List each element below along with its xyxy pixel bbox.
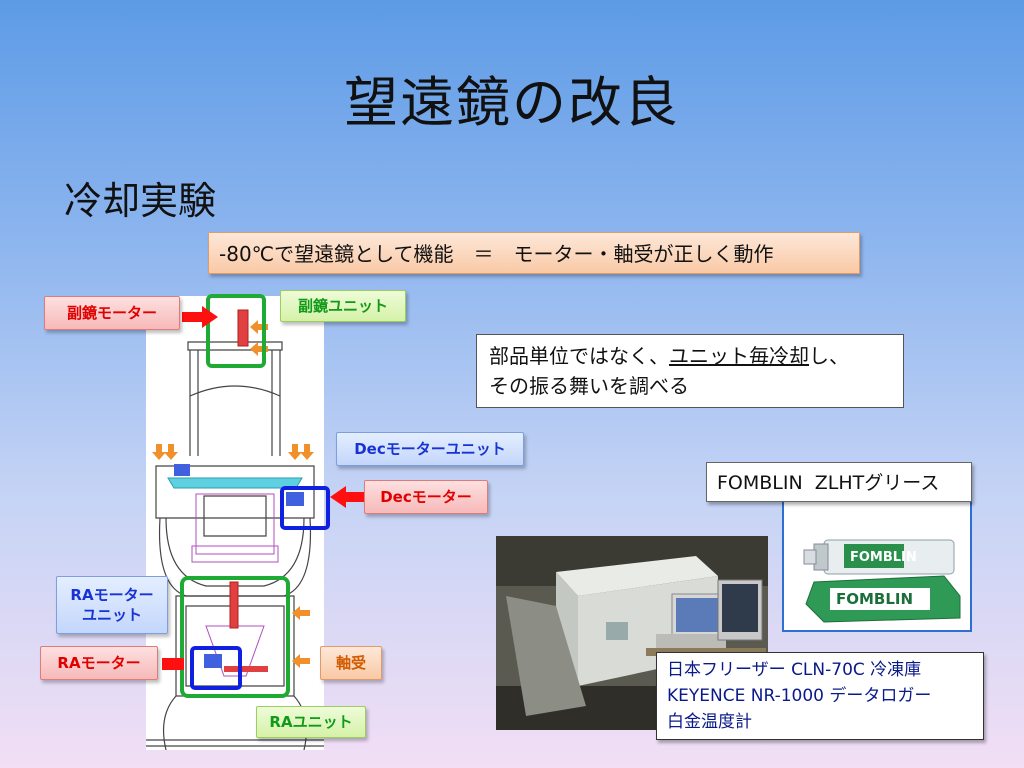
ra-motor-unit-line1: RAモーター (70, 586, 154, 604)
dec-motor-arrow (330, 486, 366, 508)
telescope-diagram (146, 296, 324, 751)
ra-motor-unit-label: RAモーター ユニット (56, 576, 168, 634)
ra-unit-label: RAユニット (256, 706, 366, 738)
ra-motor-outline (190, 646, 242, 690)
goal-banner: -80℃で望遠鏡として機能 ＝ モーター・軸受が正しく動作 (208, 232, 860, 274)
equipment-list: 日本フリーザー CLN-70C 冷凍庫 KEYENCE NR-1000 データロ… (656, 652, 984, 740)
equipment-logger: KEYENCE NR-1000 データロガー (667, 686, 932, 706)
method-note: 部品単位ではなく、ユニット毎冷却し、 その振る舞いを調べる (476, 334, 904, 408)
grease-tube-image: FOMBLIN FOMBLIN (784, 500, 970, 630)
secondary-motor-arrow (182, 306, 218, 328)
dec-motor-outline (280, 486, 330, 530)
box-brand-text: FOMBLIN (836, 590, 913, 608)
grease-label: FOMBLIN ZLHTグリース (706, 462, 972, 502)
dec-motor-label: Decモーター (364, 480, 488, 514)
grease-photo: FOMBLIN FOMBLIN (782, 498, 972, 632)
ra-unit-outline (180, 576, 290, 698)
note-line-1: 部品単位ではなく、ユニット毎冷却し、 (489, 344, 849, 368)
ra-motor-unit-line2: ユニット (81, 606, 142, 624)
equipment-thermometer: 白金温度計 (667, 712, 752, 732)
dec-motor-unit-label: Decモーターユニット (336, 432, 524, 466)
equipment-freezer: 日本フリーザー CLN-70C 冷凍庫 (667, 660, 922, 680)
ra-motor-label: RAモーター (40, 646, 158, 680)
tube-brand-text: FOMBLIN (850, 550, 917, 565)
slide-title: 望遠鏡の改良 (344, 71, 680, 134)
secondary-motor-label: 副鏡モーター (44, 296, 180, 330)
note-line-2: その振る舞いを調べる (489, 374, 689, 398)
slide-subtitle: 冷却実験 (64, 179, 217, 223)
note-emphasis: ユニット毎冷却 (669, 344, 809, 368)
secondary-unit-outline (206, 294, 266, 368)
secondary-unit-label: 副鏡ユニット (280, 290, 406, 322)
bearing-label: 軸受 (320, 646, 382, 680)
ra-motor-arrow (162, 658, 184, 670)
